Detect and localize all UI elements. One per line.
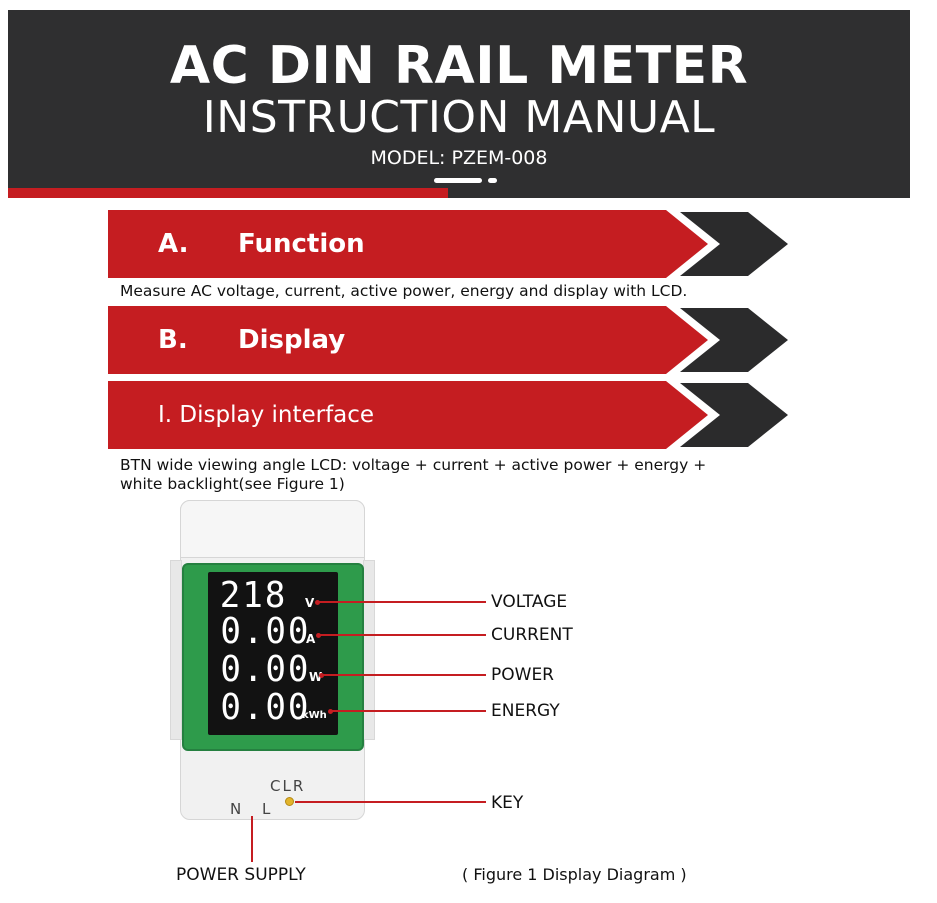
- header-dash-short: [488, 178, 497, 183]
- subsection-title: I. Display interface: [158, 402, 375, 428]
- meter-side-left: [170, 560, 182, 740]
- header-title: AC DIN RAIL METER: [169, 36, 749, 96]
- section-b-title: Display: [238, 325, 346, 355]
- section-a-banner: A. Function: [108, 210, 790, 278]
- energy-callout-label: ENERGY: [491, 701, 560, 721]
- lcd-screen: [208, 572, 338, 735]
- meter-side-right: [363, 560, 375, 740]
- figure-caption: ( Figure 1 Display Diagram ): [462, 865, 687, 884]
- key-callout-line: [295, 801, 486, 803]
- header-model: MODEL: PZEM-008: [370, 147, 548, 169]
- header-banner: AC DIN RAIL METER INSTRUCTION MANUAL MOD…: [8, 10, 910, 198]
- subsection-text-line-2: white backlight(see Figure 1): [120, 475, 345, 493]
- energy-callout-dot: [328, 709, 333, 714]
- nl-terminal-label: N L: [230, 800, 279, 818]
- section-a-arrow-shape: [108, 210, 790, 278]
- section-a-letter: A.: [158, 229, 189, 259]
- header-subtitle: INSTRUCTION MANUAL: [202, 92, 716, 143]
- lcd-current-value: 0.00: [220, 611, 311, 652]
- header-red-bar: [8, 188, 448, 198]
- section-b-banner: B. Display: [108, 306, 790, 374]
- lcd-voltage-value: 218: [219, 575, 288, 616]
- energy-callout-line: [331, 710, 486, 712]
- power-callout-dot: [319, 673, 324, 678]
- header-dash-long: [434, 178, 482, 183]
- voltage-callout-dot: [315, 600, 320, 605]
- key-callout-label: KEY: [491, 793, 524, 813]
- clr-label: CLR: [270, 777, 306, 795]
- lcd-current-unit: A: [306, 632, 316, 646]
- current-callout-label: CURRENT: [491, 625, 573, 645]
- voltage-callout-line: [318, 601, 486, 603]
- meter-top-cap: [180, 500, 365, 558]
- section-b-letter: B.: [158, 325, 188, 355]
- power-callout-line: [322, 674, 486, 676]
- power-supply-label: POWER SUPPLY: [176, 865, 306, 885]
- subsection-arrow-shape: [108, 381, 790, 449]
- current-callout-line: [319, 634, 486, 636]
- current-callout-dot: [316, 633, 321, 638]
- clr-key-button[interactable]: [285, 797, 294, 806]
- section-a-title: Function: [238, 229, 365, 259]
- voltage-callout-label: VOLTAGE: [491, 592, 568, 612]
- subsection-text-line-1: BTN wide viewing angle LCD: voltage + cu…: [120, 456, 707, 474]
- lcd-voltage-unit: V: [305, 596, 315, 610]
- lcd-power-unit: W: [309, 670, 323, 684]
- power-callout-label: POWER: [491, 665, 554, 685]
- section-b-arrow-shape: [108, 306, 790, 374]
- subsection-banner: I. Display interface: [108, 381, 790, 449]
- power-supply-callout-line: [251, 816, 253, 862]
- lcd-power-value: 0.00: [220, 649, 311, 690]
- lcd-energy-value: 0.00: [220, 687, 311, 728]
- section-a-text: Measure AC voltage, current, active powe…: [120, 282, 688, 300]
- lcd-energy-unit: kWh: [302, 710, 327, 721]
